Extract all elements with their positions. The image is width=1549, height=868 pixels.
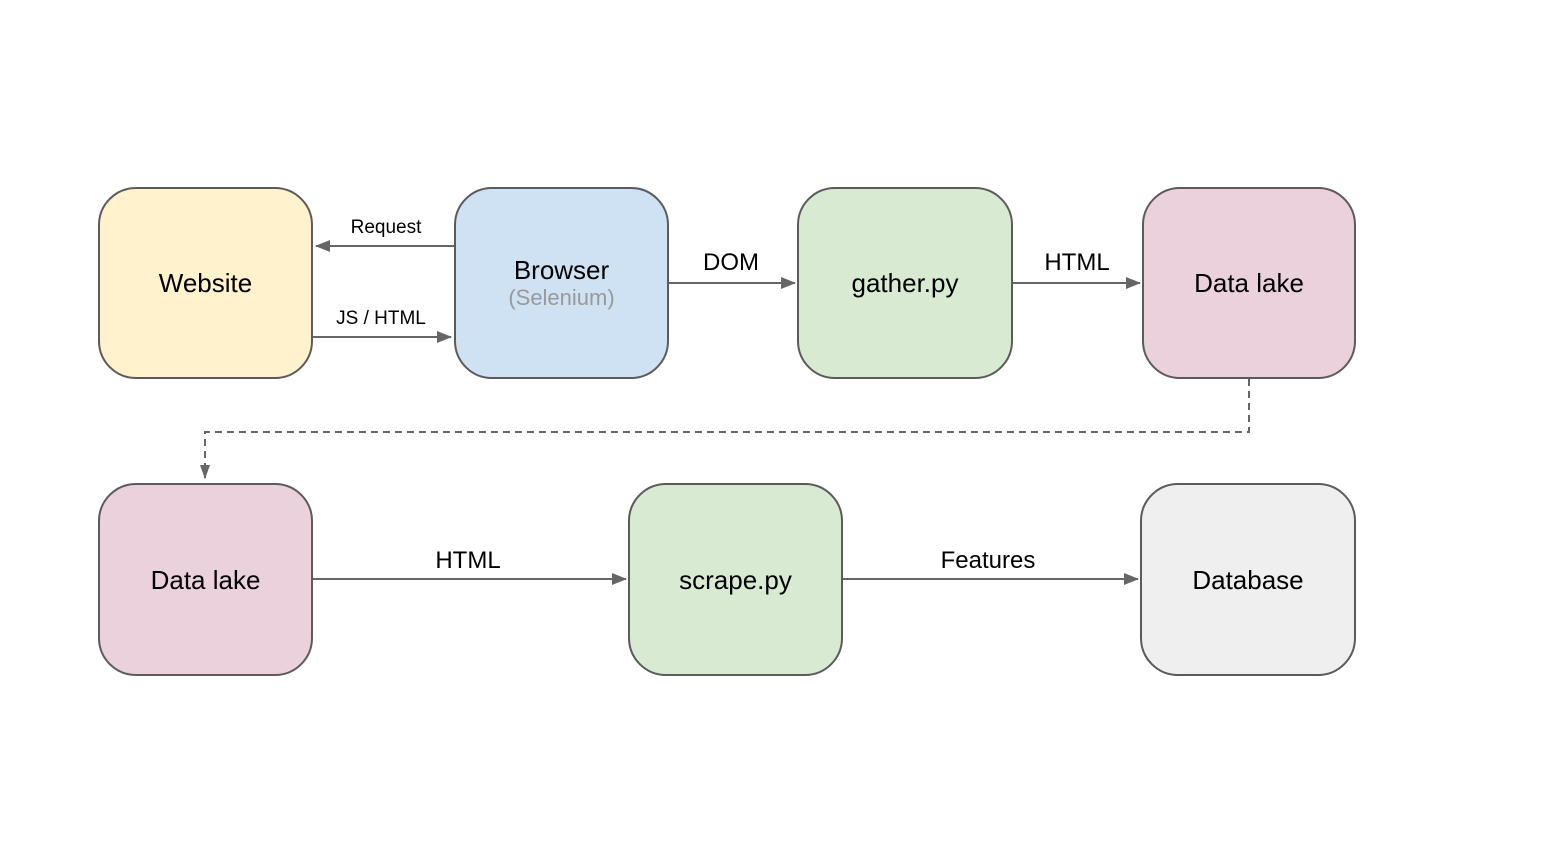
node-data-lake-bottom: Data lake (98, 483, 313, 676)
edge-label-features: Features (940, 547, 1036, 574)
node-scrape-py-label: scrape.py (679, 564, 792, 595)
node-gather-py: gather.py (797, 187, 1013, 379)
node-data-lake-top: Data lake (1142, 187, 1356, 379)
edge-datalake-transfer-line (200, 379, 1250, 479)
node-website-label: Website (158, 268, 253, 298)
node-browser-label: Browser (513, 255, 610, 285)
edge-label-dom: DOM (703, 249, 759, 276)
node-database-label: Database (1192, 564, 1304, 595)
edge-label-html-top: HTML (1044, 249, 1110, 276)
node-gather-py-label: gather.py (851, 268, 959, 298)
node-data-lake-bottom-label: Data lake (150, 564, 261, 595)
node-browser-sublabel: (Selenium) (508, 285, 615, 310)
node-browser: Browser (Selenium) (454, 187, 669, 379)
node-data-lake-top-label: Data lake (1194, 268, 1304, 298)
edge-label-html-bottom: HTML (435, 547, 501, 574)
node-database: Database (1140, 483, 1356, 676)
edge-label-js-html: JS / HTML (336, 308, 426, 329)
edge-label-request: Request (350, 217, 422, 238)
node-scrape-py: scrape.py (628, 483, 843, 676)
node-website: Website (98, 187, 313, 379)
